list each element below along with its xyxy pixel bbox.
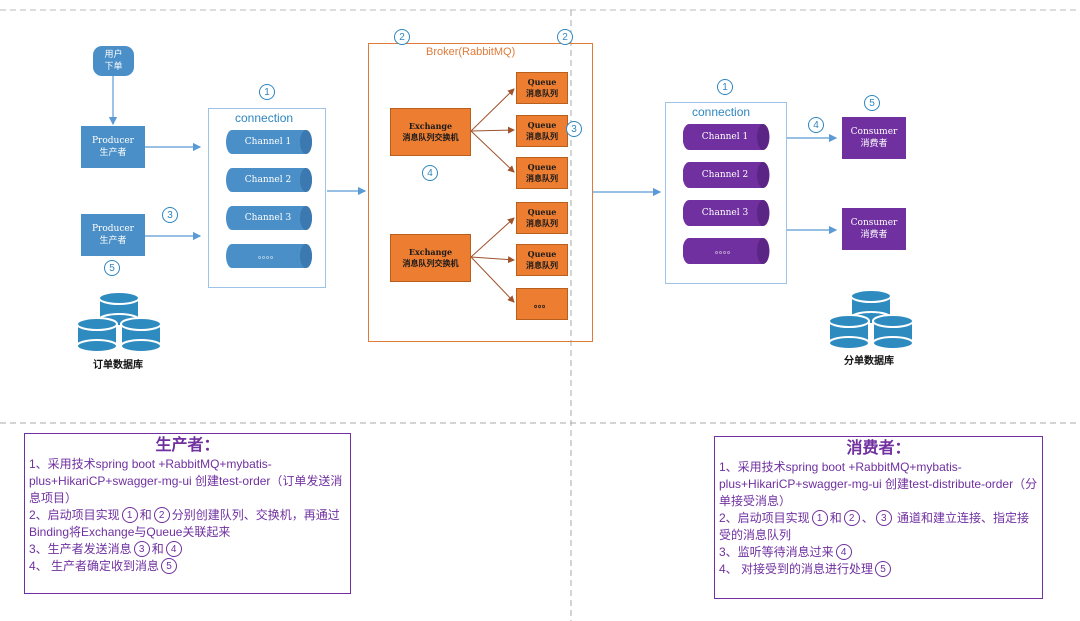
- left-channels: [226, 130, 312, 268]
- step-marker-1-right: 1: [717, 79, 733, 95]
- broker-label: Broker(RabbitMQ): [426, 46, 516, 58]
- right-connection-label: connection: [692, 105, 751, 119]
- left-channel-1: Channel 1: [244, 136, 292, 147]
- producer-subtitle: 生产者: [99, 236, 127, 246]
- consumer-note-line-1: 1、采用技术spring boot +RabbitMQ+mybatis-plus…: [719, 460, 1038, 508]
- left-database-label: 订单数据库: [93, 360, 143, 371]
- step-marker-5-left: 5: [104, 260, 120, 276]
- right-channels: [683, 124, 770, 264]
- broker-box: [368, 43, 593, 342]
- left-connection-label: connection: [235, 111, 294, 125]
- consumer-subtitle: 消费者: [860, 230, 888, 240]
- producer-notes-box: 生产者： 1、采用技术spring boot +RabbitMQ+mybatis…: [24, 433, 351, 594]
- consumer-title: Consumer: [850, 217, 898, 228]
- producer-note-line-1: 1、采用技术spring boot +RabbitMQ+mybatis-plus…: [29, 457, 343, 505]
- left-channel-more: 。。。。: [258, 250, 278, 260]
- consumer-node-1: Consumer 消费者: [842, 117, 906, 159]
- exchange-title: Exchange: [408, 247, 453, 258]
- producer-node-2: Producer 生产者: [81, 214, 145, 256]
- step-marker-2-broker-right: 2: [557, 29, 573, 45]
- exchange-node-2: Exchange 消息队列交换机: [390, 234, 471, 282]
- producer-notes-title: 生产者：: [155, 437, 220, 454]
- producer-title: Producer: [91, 223, 134, 234]
- left-database-icon: [76, 291, 162, 353]
- exchange-title: Exchange: [408, 121, 453, 132]
- step-marker-2-broker: 2: [394, 29, 410, 45]
- right-database-label: 分单数据库: [844, 356, 894, 367]
- consumer-subtitle: 消费者: [860, 139, 888, 149]
- exchange-subtitle: 消息队列交换机: [402, 132, 459, 142]
- exchange-node-1: Exchange 消息队列交换机: [390, 108, 471, 156]
- user-order-node: 用户 下单: [93, 46, 134, 76]
- step-marker-4-broker: 4: [422, 165, 438, 181]
- right-channel-3: Channel 3: [701, 207, 749, 218]
- producer-title: Producer: [91, 135, 134, 146]
- left-channel-2: Channel 2: [244, 174, 292, 185]
- step-marker-1-left: 1: [259, 84, 275, 100]
- right-channel-more: 。。。。: [715, 245, 735, 255]
- right-channel-2: Channel 2: [701, 169, 749, 180]
- step-marker-5-right: 5: [864, 95, 880, 111]
- queue-node-more: 。。。: [516, 288, 568, 320]
- consumer-notes-box: 消费者： 1、采用技术spring boot +RabbitMQ+mybatis…: [714, 436, 1043, 599]
- producer-subtitle: 生产者: [99, 148, 127, 158]
- right-channel-1: Channel 1: [701, 131, 749, 142]
- consumer-title: Consumer: [850, 126, 898, 137]
- producer-node-1: Producer 生产者: [81, 126, 145, 168]
- right-database-icon: [828, 289, 914, 350]
- left-channel-3: Channel 3: [244, 212, 292, 223]
- consumer-node-2: Consumer 消费者: [842, 208, 906, 250]
- step-marker-3-left: 3: [162, 207, 178, 223]
- exchange-subtitle: 消息队列交换机: [402, 258, 459, 268]
- consumer-notes-title: 消费者：: [846, 440, 911, 457]
- step-marker-3-queue: 3: [566, 121, 582, 137]
- step-marker-4-right: 4: [808, 117, 824, 133]
